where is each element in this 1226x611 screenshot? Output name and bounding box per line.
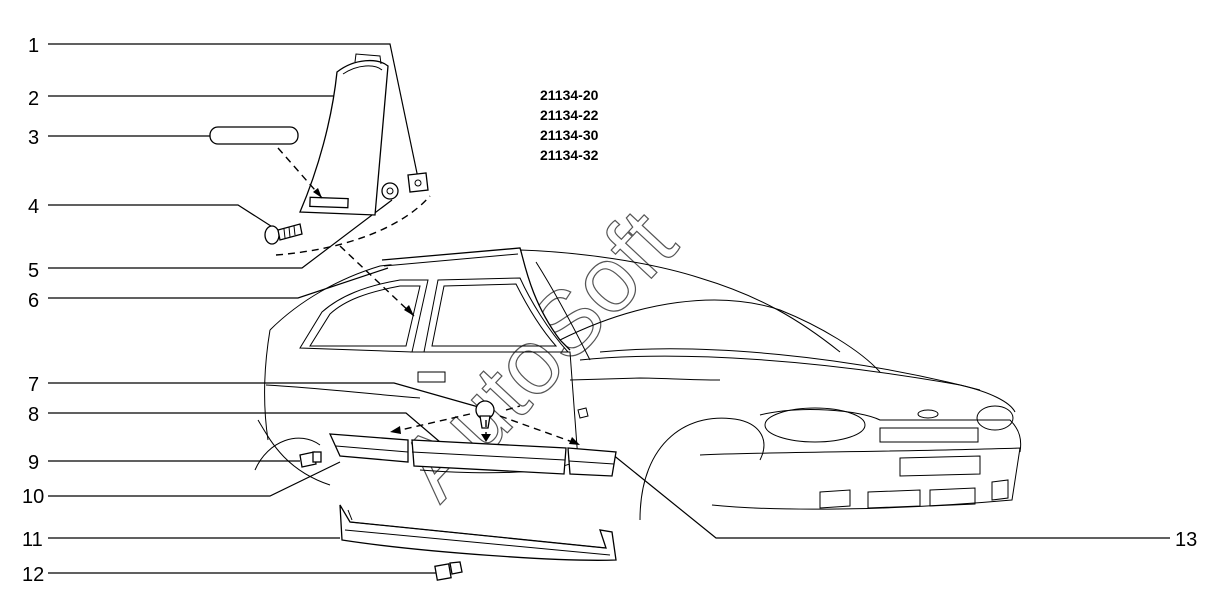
callout-12: 12 [22, 564, 44, 586]
screw-9 [299, 451, 322, 468]
callout-9: 9 [28, 452, 39, 474]
model-code: 21134-20 [540, 87, 599, 103]
emblem-strip [209, 126, 299, 145]
model-codes: 21134-20 21134-22 21134-30 21134-32 [540, 87, 599, 163]
callout-13: 13 [1175, 529, 1197, 551]
screw-4 [264, 223, 303, 245]
callout-5: 5 [28, 260, 39, 282]
nut-5 [381, 182, 399, 200]
callout-3: 3 [28, 127, 39, 149]
callout-6: 6 [28, 290, 39, 312]
leader-lines [48, 43, 1170, 574]
callout-2: 2 [28, 88, 39, 110]
rear-pillar-trim [299, 53, 389, 216]
molding-10 [328, 433, 409, 463]
model-code: 21134-22 [540, 107, 599, 123]
molding-8 [411, 439, 567, 475]
clip-1 [407, 172, 429, 193]
callout-numbers: 1 2 3 4 5 6 7 8 9 10 11 12 13 [22, 35, 1197, 586]
molding-13 [567, 447, 617, 477]
callout-4: 4 [28, 196, 39, 218]
car-body [254, 247, 1022, 521]
model-code: 21134-32 [540, 147, 599, 163]
sill-11 [339, 504, 617, 561]
rivet-12 [434, 561, 463, 581]
model-code: 21134-30 [540, 127, 599, 143]
callout-1: 1 [28, 35, 39, 57]
callout-10: 10 [22, 486, 44, 508]
callout-11: 11 [22, 529, 43, 551]
callout-7: 7 [28, 374, 39, 396]
callout-8: 8 [28, 404, 39, 426]
clip-7 [475, 400, 495, 429]
